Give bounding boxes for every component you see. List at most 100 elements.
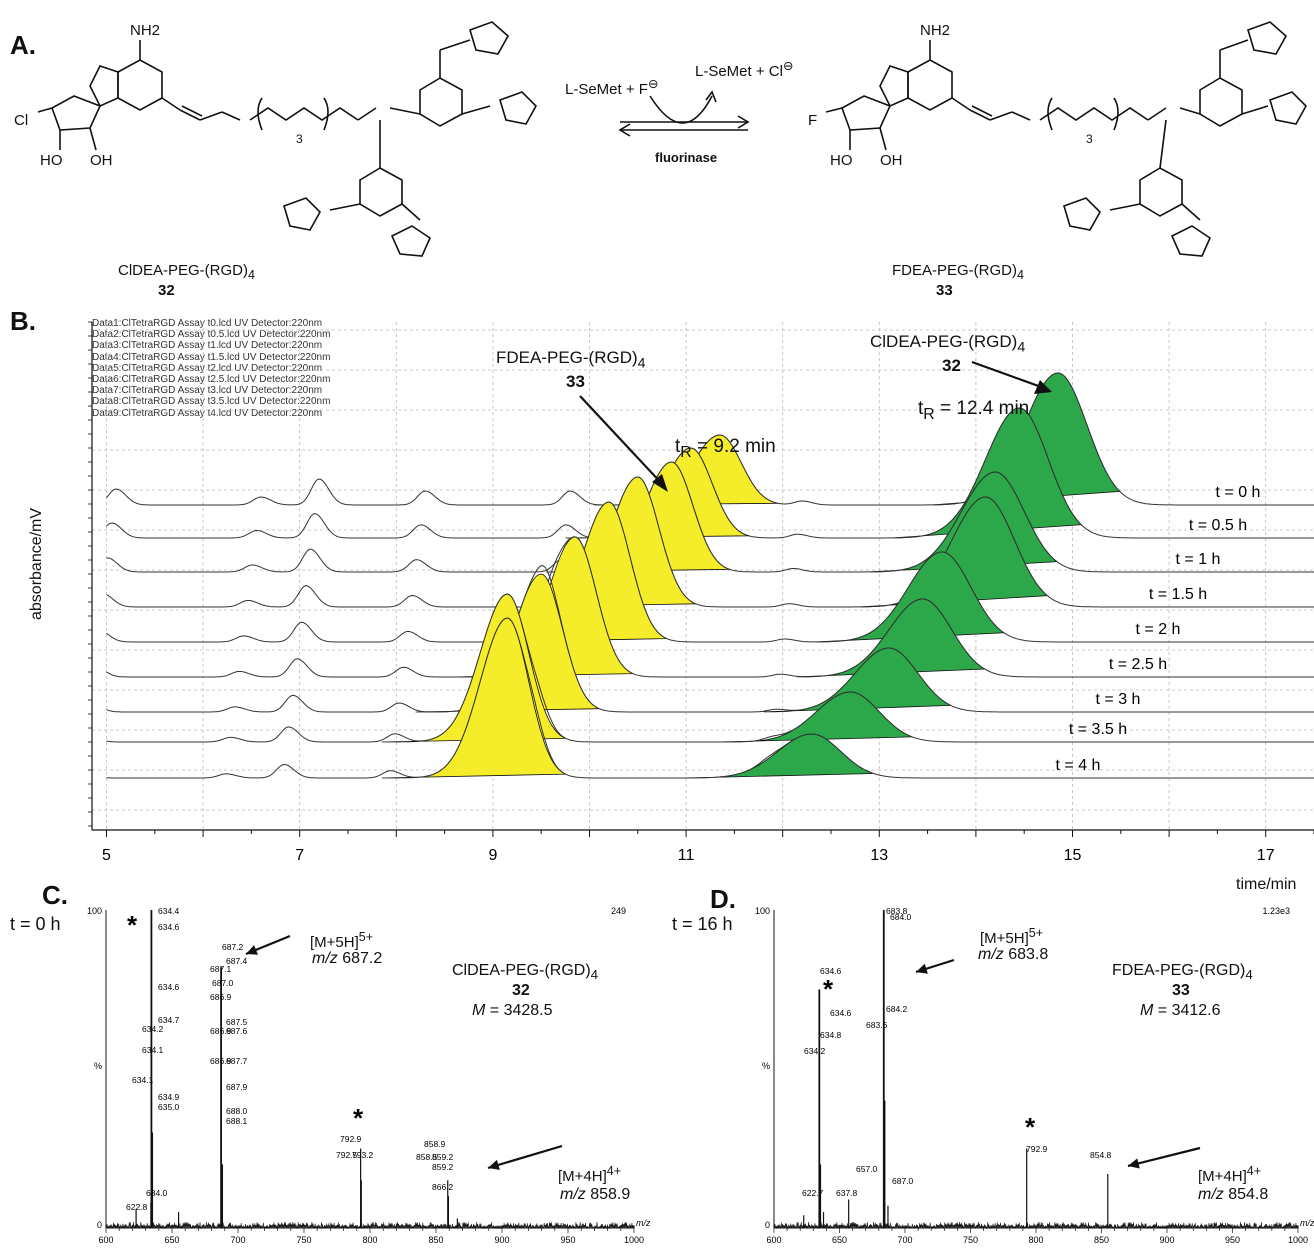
ms-peak-label: 854.8 (1090, 1150, 1112, 1160)
ms-peak-label: 637.8 (836, 1188, 858, 1198)
left-triazole-1 (469, 21, 510, 55)
x-tick-label: 15 (1064, 847, 1082, 864)
clde-arrowhead (1034, 380, 1052, 394)
ms-peak-label: 634.6 (830, 1008, 852, 1018)
ms-y-label: 0 (97, 1220, 102, 1230)
atom-nh2-right: NH2 (920, 22, 951, 39)
ms-arrowhead (488, 1159, 500, 1170)
right-purine-ring (907, 59, 953, 111)
ms-peak-label: 634.8 (820, 1030, 842, 1040)
legend-line: Data1:ClTetraRGD Assay t0.lcd UV Detecto… (92, 318, 323, 329)
ms-peak-label: 686.9 (210, 1026, 232, 1036)
atom-nh2-left: NH2 (130, 22, 161, 39)
baseline (106, 536, 1314, 678)
c-compound-number: 32 (512, 982, 530, 999)
right-compound-name: FDEA-PEG-(RGD) (892, 262, 1017, 279)
ms-peak-label: 866.2 (432, 1182, 454, 1192)
atom-oh-left: OH (90, 152, 113, 169)
clde-label: ClDEA-PEG-(RGD) (870, 332, 1018, 351)
ms-peak-label: 683.8 (886, 906, 908, 916)
ms-x-tick-label: 750 (963, 1235, 978, 1245)
panel-b-label: B. (10, 306, 36, 336)
ms-peak-label: 687.0 (892, 1176, 914, 1186)
ms-peak-label: 688.1 (226, 1116, 248, 1126)
fdea-label: FDEA-PEG-(RGD) (496, 348, 638, 367)
fdea-arrow (579, 395, 665, 487)
left-imidazole-ring (89, 65, 119, 108)
c-compound-name: ClDEA-PEG-(RGD) (452, 962, 591, 979)
ms-peak-label: 622.7 (802, 1188, 824, 1198)
enzyme-label: fluorinase (655, 150, 718, 165)
chromatogram-trace: t = 2.5 h (106, 536, 1314, 678)
ms-star: * (1025, 1112, 1036, 1142)
fdea-number: 33 (566, 372, 585, 391)
ms-star: * (127, 910, 138, 940)
peg-n-right: 3 (1086, 132, 1093, 146)
ms-peak-label: 634.6 (820, 966, 842, 976)
ms-x-tick-label: 800 (1028, 1235, 1043, 1245)
d-compound-name: FDEA-PEG-(RGD) (1112, 962, 1246, 979)
fdea-tr: t (675, 436, 681, 457)
atom-oh-right: OH (880, 152, 903, 169)
ms-peak-label: 686.9 (210, 992, 232, 1002)
ms-peak-label: 792.5 (336, 1150, 358, 1160)
atom-ho-left: HO (40, 152, 63, 169)
reagent-out: L-SeMet + Cl (695, 63, 783, 80)
legend-line: Data3:ClTetraRGD Assay t1.lcd UV Detecto… (92, 340, 323, 352)
ms-peak-label: 634.2 (804, 1046, 826, 1056)
right-aryl-ring-2 (1139, 167, 1183, 217)
panel-c-label: C. (42, 880, 68, 910)
right-imidazole-ring (879, 65, 909, 108)
ms-y-label: % (762, 1061, 770, 1071)
ms-y-label: 100 (755, 906, 770, 916)
ms-x-unit: m/z (636, 1218, 650, 1228)
baseline (106, 617, 1314, 779)
panel-a-label: A. (10, 30, 36, 60)
left-triazole-3 (283, 197, 321, 231)
ms-x-tick-label: 700 (897, 1235, 912, 1245)
ms-peak-label: 858.9 (424, 1139, 446, 1149)
baseline (106, 407, 1314, 539)
d-mass: = 3412.6 (1153, 1002, 1221, 1019)
grid (92, 322, 1314, 830)
x-tick-label: 17 (1257, 847, 1275, 864)
c-ion1-mz: 687.2 (337, 950, 383, 967)
ms-peak-label: 793.2 (352, 1150, 374, 1160)
ms-x-tick-label: 700 (230, 1235, 245, 1245)
clde-arrow (971, 360, 1045, 390)
x-tick-label: 11 (678, 847, 695, 864)
ms-y-label: 100 (87, 906, 102, 916)
ms-peak-label: 634.6 (158, 982, 180, 992)
ms-peak-label: 687.6 (226, 1026, 248, 1036)
ms-peak-label: 859.2 (432, 1152, 454, 1162)
left-compound-number: 32 (158, 282, 175, 299)
right-triazole-3 (1063, 197, 1101, 231)
ms-peak-label: 687.7 (226, 1056, 248, 1066)
ms-x-tick-label: 800 (362, 1235, 377, 1245)
ms-peak-label: 684.0 (890, 912, 912, 922)
ms-peak-label: 634.7 (158, 1015, 180, 1025)
x-axis-label: time/min (1236, 876, 1297, 893)
baseline (106, 593, 1314, 743)
clde-number: 32 (942, 356, 961, 375)
chromatogram-trace: t = 3 h (106, 565, 1314, 713)
peg-n-left: 3 (296, 132, 303, 146)
right-compound-number: 33 (936, 282, 953, 299)
ms-peak-label: 622.8 (126, 1202, 148, 1212)
time-label: t = 0 h (1216, 484, 1261, 501)
legend-line: Data5:ClTetraRGD Assay t2.lcd UV Detecto… (92, 362, 323, 374)
ms-peak-label: 684.2 (886, 1004, 908, 1014)
ms-x-tick-label: 650 (832, 1235, 847, 1245)
ms-x-tick-label: 900 (1159, 1235, 1174, 1245)
right-ribose-ring (841, 95, 892, 131)
left-aryl-ring-1 (419, 77, 463, 127)
baseline (106, 476, 1314, 608)
ms-peak-label: 687.1 (210, 964, 232, 974)
legend-line: Data8:ClTetraRGD Assay t3.5.lcd UV Detec… (92, 396, 331, 408)
ms-peak-label: 858.5 (416, 1152, 438, 1162)
ms-x-tick-label: 850 (1094, 1235, 1109, 1245)
ms-x-tick-label: 950 (1225, 1235, 1240, 1245)
legend-line: Data2:ClTetraRGD Assay t0.5.lcd UV Detec… (92, 329, 331, 341)
